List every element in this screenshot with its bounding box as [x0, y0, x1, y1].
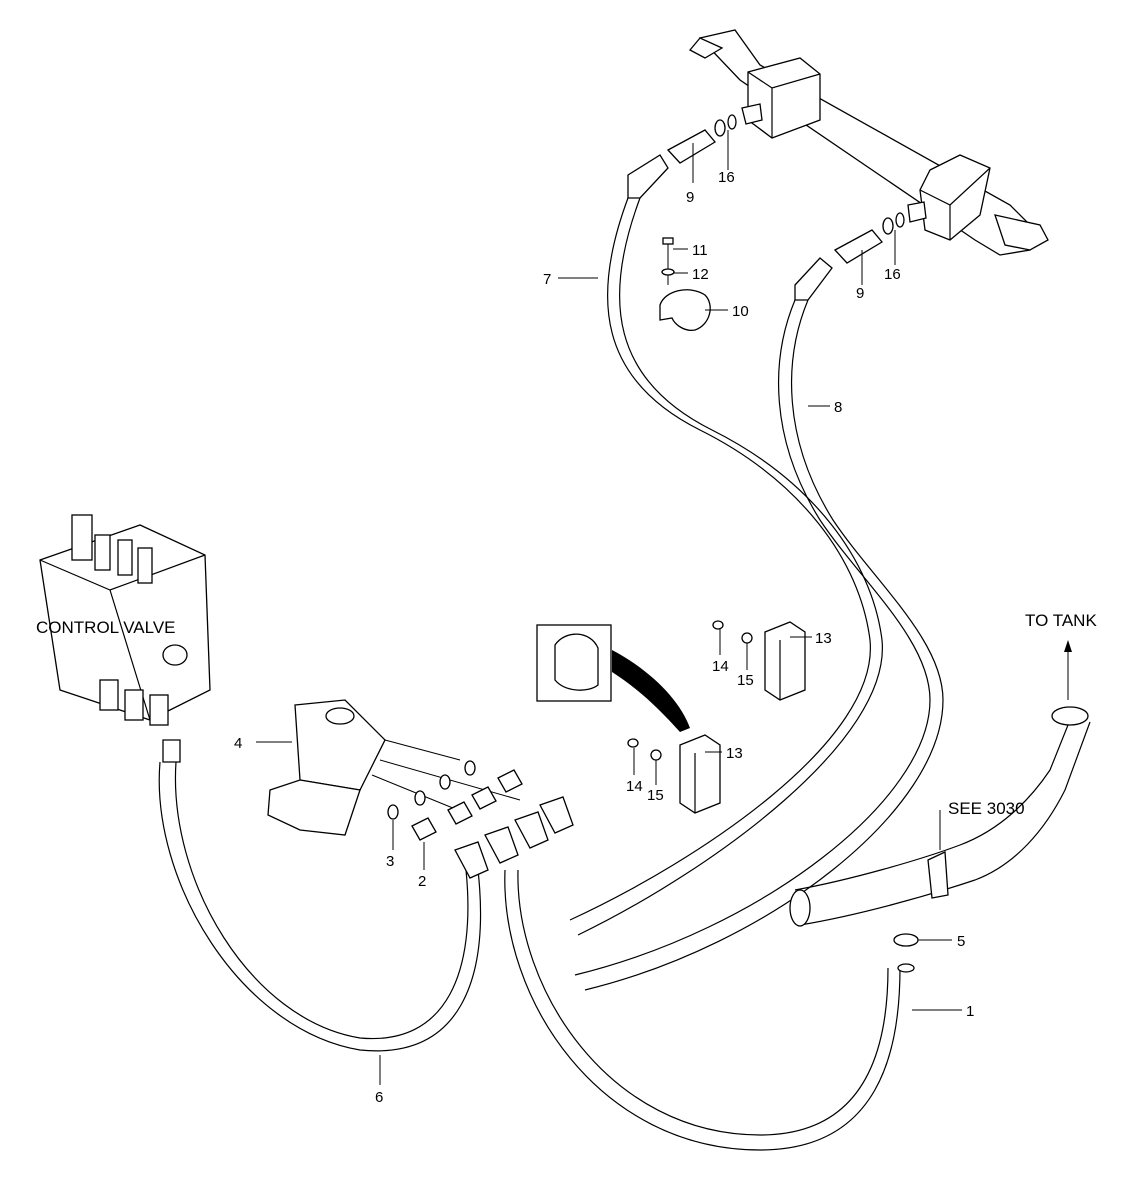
leader-lines	[256, 130, 962, 1085]
fitting-9-lower	[833, 212, 905, 264]
callout-14-lower: 14	[626, 778, 643, 795]
callout-14-upper: 14	[712, 658, 729, 675]
callout-10: 10	[732, 303, 749, 320]
callout-7: 7	[543, 271, 551, 288]
fittings-2-3	[387, 760, 574, 879]
fitting-9-upper	[666, 114, 737, 164]
control-valve	[39, 514, 211, 763]
callout-11: 11	[692, 242, 708, 259]
callout-13-upper: 13	[815, 630, 832, 647]
bracket-13-upper	[712, 620, 806, 701]
clamp-10	[659, 237, 711, 331]
callout-6: 6	[375, 1089, 383, 1106]
detail-inset	[536, 624, 690, 732]
callout-16-upper: 16	[718, 169, 735, 186]
callout-12: 12	[692, 266, 709, 283]
callout-13-lower: 13	[726, 745, 743, 762]
control-valve-label: CONTROL VALVE	[36, 618, 176, 637]
callout-5: 5	[957, 933, 965, 950]
callout-3: 3	[386, 853, 394, 870]
hose-7	[569, 154, 883, 936]
callout-15-upper: 15	[737, 672, 754, 689]
to-tank-label: TO TANK	[1025, 611, 1097, 630]
bracket-13-lower	[627, 734, 721, 814]
hose-6	[158, 761, 482, 1052]
callout-4: 4	[234, 735, 242, 752]
callout-15-lower: 15	[647, 787, 664, 804]
hose-1	[504, 869, 919, 1151]
priority-valve-4	[267, 699, 521, 836]
callout-8: 8	[834, 399, 842, 416]
callout-9-lower: 9	[856, 285, 864, 302]
callout-16-lower: 16	[884, 266, 901, 283]
hose-8	[574, 257, 944, 991]
see-ref-label: SEE 3030	[948, 799, 1025, 818]
return-tube	[789, 640, 1091, 927]
callout-2: 2	[418, 873, 426, 890]
callout-1: 1	[966, 1003, 974, 1020]
steering-cylinder	[688, 29, 1049, 256]
callout-9-upper: 9	[686, 189, 694, 206]
